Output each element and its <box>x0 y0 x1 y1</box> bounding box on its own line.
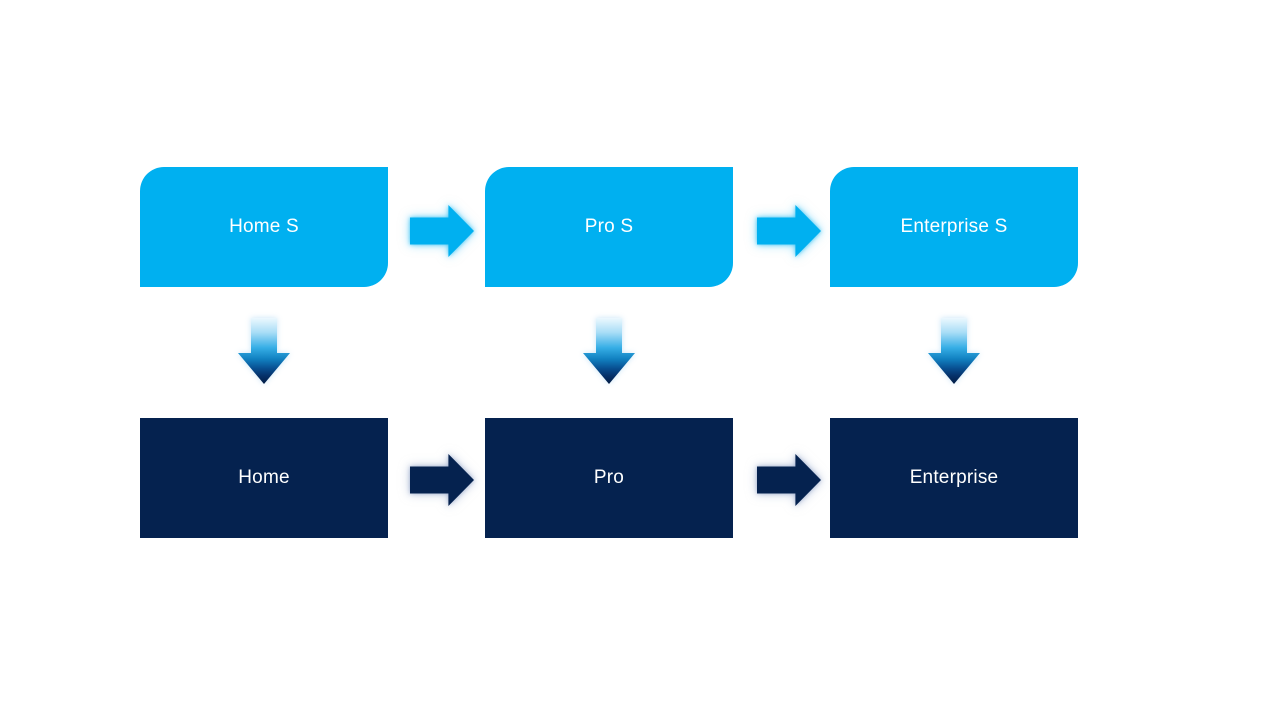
down-arrow-icon <box>928 318 980 384</box>
node-enterprise-label: Enterprise <box>909 467 999 488</box>
right-arrow-shape <box>757 205 821 257</box>
down-arrow-shape <box>928 318 980 384</box>
down-arrow-shape <box>238 318 290 384</box>
node-enterprise-s-label: Enterprise S <box>900 216 1008 237</box>
right-arrow-icon <box>757 205 821 257</box>
node-home-s-label: Home S <box>229 216 299 237</box>
node-pro-s: Pro S <box>485 167 733 287</box>
right-arrow-shape <box>410 454 474 506</box>
down-arrow-icon <box>238 318 290 384</box>
right-arrow-shape <box>757 454 821 506</box>
right-arrow-icon <box>410 454 474 506</box>
node-enterprise: Enterprise <box>830 418 1078 538</box>
node-home-label: Home <box>238 467 290 488</box>
down-arrow-shape <box>583 318 635 384</box>
node-pro-label: Pro <box>593 467 625 488</box>
right-arrow-icon <box>757 454 821 506</box>
node-home-s: Home S <box>140 167 388 287</box>
node-enterprise-s: Enterprise S <box>830 167 1078 287</box>
right-arrow-icon <box>410 205 474 257</box>
node-pro-s-label: Pro S <box>584 216 634 237</box>
node-home: Home <box>140 418 388 538</box>
down-arrow-icon <box>583 318 635 384</box>
right-arrow-shape <box>410 205 474 257</box>
node-pro: Pro <box>485 418 733 538</box>
